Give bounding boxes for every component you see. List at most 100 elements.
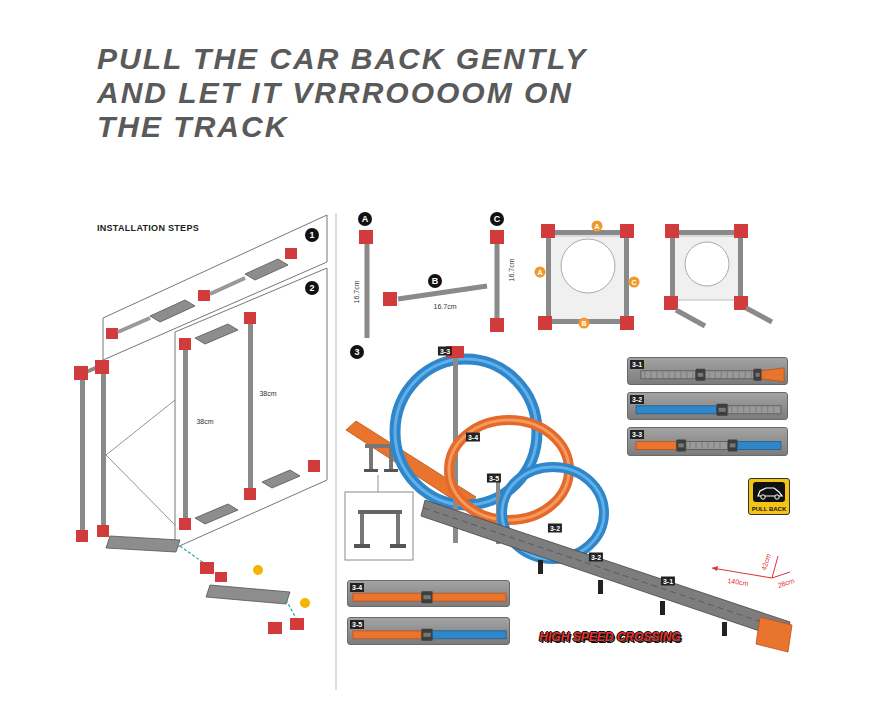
frame-assembly — [738, 236, 743, 302]
divider — [336, 213, 337, 690]
frame-assembly — [550, 236, 626, 320]
track-tag: 3-3 — [438, 347, 452, 356]
track-segment — [641, 371, 696, 379]
section-heading: INSTALLATION STEPS — [97, 224, 199, 233]
step-number: 2 — [305, 281, 319, 295]
dimension: 38cm — [258, 390, 277, 397]
assembled-tower — [95, 360, 109, 374]
frame-assembly — [676, 310, 705, 326]
step-two-panel — [244, 312, 256, 324]
track-scene — [345, 492, 413, 560]
track-tick — [731, 407, 732, 413]
track-tick — [749, 407, 750, 413]
frame-assembly — [561, 239, 615, 293]
parts — [490, 230, 504, 244]
step-one-panel — [210, 278, 245, 294]
leader-lines — [106, 455, 175, 525]
step-one-panel — [118, 318, 150, 332]
assembled-tower — [200, 562, 214, 574]
frame-assembly — [538, 224, 772, 330]
track-connector — [421, 591, 432, 603]
frame-assembly — [620, 316, 634, 330]
track-scene — [722, 622, 727, 636]
dimension: 16.7cm — [353, 280, 360, 305]
dimension-arrows — [772, 556, 778, 578]
icon-ground — [753, 482, 785, 502]
step-one-panel — [106, 328, 118, 339]
track-tick — [709, 372, 710, 378]
step-two-panel — [183, 350, 188, 518]
track-connector — [678, 443, 684, 447]
track-scene — [354, 544, 370, 548]
parts — [365, 244, 370, 338]
track-connector — [717, 404, 728, 416]
track-tick — [773, 407, 774, 413]
track-scene — [756, 617, 792, 652]
track-scene — [369, 448, 373, 470]
step-two-panel — [175, 268, 327, 548]
track-segment — [433, 593, 506, 601]
track-tick — [713, 442, 714, 448]
track-connector — [421, 629, 432, 641]
assembled-tower — [106, 536, 180, 552]
part-letter: A — [592, 221, 603, 232]
part-letter: C — [629, 277, 640, 288]
track-tick — [745, 372, 746, 378]
frame-assembly — [546, 236, 551, 322]
track-tag: 3-4 — [466, 433, 480, 442]
track-scene — [598, 580, 603, 594]
step-number: 3 — [350, 345, 364, 359]
track-tick — [680, 372, 681, 378]
track-scene — [364, 469, 378, 472]
part-letter: A — [358, 212, 372, 226]
panel-tag: 3-2 — [630, 395, 644, 404]
dimension-arrows — [772, 572, 790, 578]
step-two-panel — [308, 460, 320, 472]
dimension: 28cm — [776, 577, 796, 590]
track-piece — [348, 618, 511, 646]
track-tick — [719, 442, 720, 448]
dimension: 16.7cm — [433, 303, 458, 310]
track-segment — [636, 406, 717, 414]
track-scene — [384, 469, 398, 472]
track-tick — [644, 372, 645, 378]
track-piece — [628, 393, 789, 421]
track-tick — [727, 372, 728, 378]
step-two-panel — [195, 324, 238, 344]
assembled-tower — [290, 618, 304, 630]
frame-assembly — [746, 308, 772, 322]
frame-assembly — [672, 230, 742, 235]
track-tick — [733, 372, 734, 378]
assembled-tower — [80, 378, 85, 533]
dimension-arrows — [712, 556, 790, 578]
track-piece — [348, 581, 511, 608]
track-piece — [628, 428, 789, 457]
track-tick — [715, 372, 716, 378]
assembled-tower — [74, 360, 310, 634]
track-tick — [692, 372, 693, 378]
frame-assembly — [664, 296, 678, 310]
panel-tag: 3-5 — [350, 620, 364, 629]
track-tick — [743, 407, 744, 413]
track-connector — [676, 439, 686, 451]
assembled-tower — [253, 565, 263, 575]
track-connector — [728, 439, 738, 451]
step-two-panel — [179, 518, 191, 530]
track-tick — [721, 372, 722, 378]
track-scene — [360, 514, 364, 544]
assembled-tower — [97, 525, 109, 537]
track-segment — [705, 371, 753, 379]
parts — [359, 230, 373, 244]
dimension-arrows — [712, 566, 718, 571]
track-piece — [628, 358, 789, 386]
track-panel: 3-4 — [347, 580, 510, 607]
dimension: 38cm — [195, 418, 214, 425]
track-tick — [755, 407, 756, 413]
part-letter: C — [490, 212, 504, 226]
track-segment — [353, 631, 421, 639]
track-tick — [739, 372, 740, 378]
track-tick — [656, 372, 657, 378]
frame-assembly — [670, 236, 675, 302]
track-scene — [396, 514, 400, 544]
track-tick — [767, 407, 768, 413]
